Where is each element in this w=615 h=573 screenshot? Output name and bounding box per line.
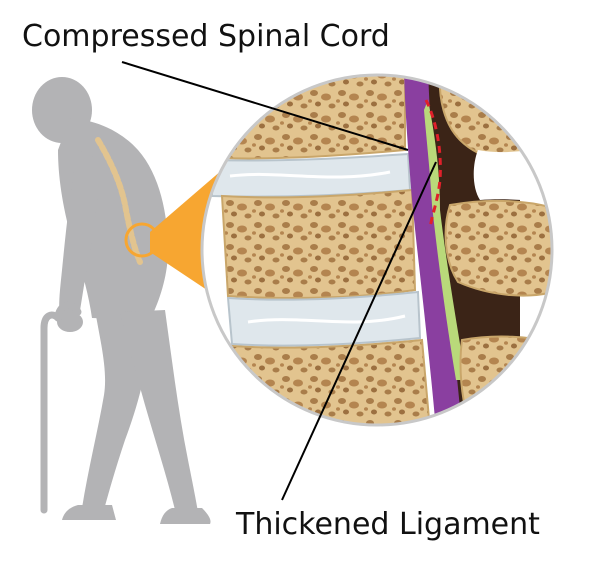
thickened-ligament-label: Thickened Ligament [236, 507, 540, 542]
walking-cane [40, 301, 82, 514]
leader-line-ligament [281, 161, 437, 501]
thickened-ligament [424, 100, 466, 380]
spinal-cord [404, 75, 462, 425]
posterior-bone-lower [459, 335, 552, 425]
middle-vertebra [220, 188, 417, 299]
compressed-spinal-cord-label: Compressed Spinal Cord [22, 19, 390, 54]
elderly-figure [32, 77, 211, 524]
leader-line-spinal-cord [121, 61, 409, 151]
figure-spine-icon [95, 137, 143, 265]
lower-disc [226, 290, 422, 347]
upper-vertebra [221, 75, 406, 160]
posterior-bone-middle [444, 199, 552, 297]
lower-vertebra [231, 338, 432, 425]
